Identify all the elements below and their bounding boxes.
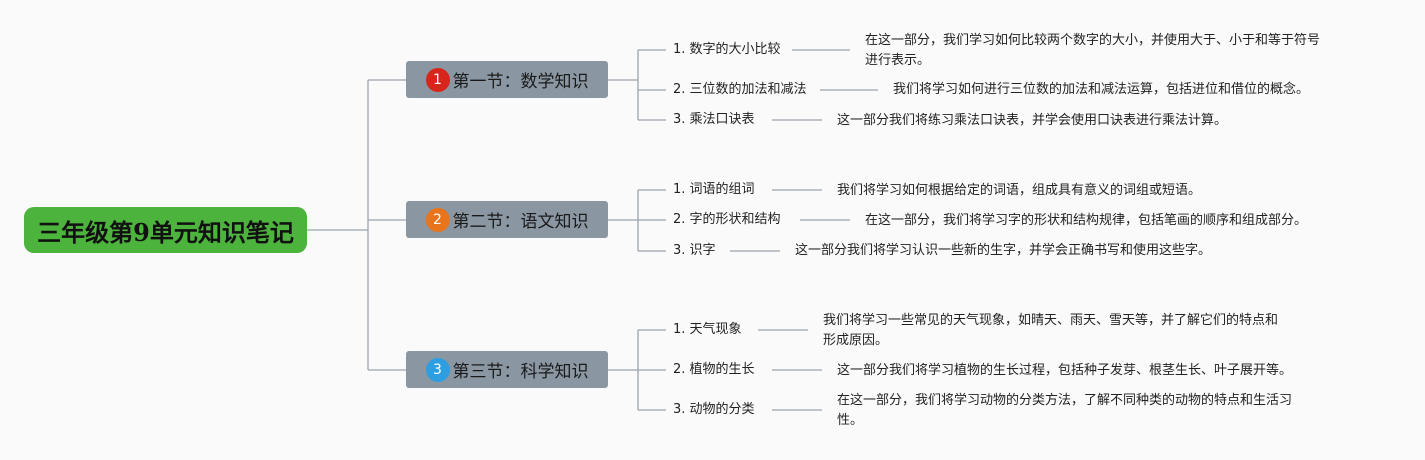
topic-node[interactable]: 2. 三位数的加法和减法 [673, 82, 807, 97]
number-badge-icon: 2 [425, 207, 450, 232]
section-node-math[interactable]: 1 第一节：数学知识 [406, 61, 608, 98]
section-node-science[interactable]: 3 第三节：科学知识 [406, 351, 608, 388]
description-line: 在这一部分，我们将学习动物的分类方法，了解不同种类的动物的特点和生活习 [837, 393, 1293, 408]
topic-node[interactable]: 2. 植物的生长 [673, 362, 755, 377]
description-line: 进行表示。 [865, 53, 931, 68]
topic-description: 我们将学习如何根据给定的词语，组成具有意义的词组或短语。 [837, 181, 1201, 201]
description-line: 在这一部分，我们学习如何比较两个数字的大小，并使用大于、小于和等于符号 [865, 33, 1321, 48]
topic-description: 我们将学习如何进行三位数的加法和减法运算，包括进位和借位的概念。 [893, 80, 1309, 100]
description-line: 在这一部分，我们将学习字的形状和结构规律，包括笔画的顺序和组成部分。 [865, 213, 1308, 228]
description-line: 性。 [837, 413, 864, 428]
section-label: 第二节：语文知识 [452, 212, 589, 232]
description-line: 我们将学习如何根据给定的词语，组成具有意义的词组或短语。 [837, 183, 1202, 198]
section-label: 第一节：数学知识 [452, 72, 589, 92]
topic-description: 这一部分我们将练习乘法口诀表，并学会使用口诀表进行乘法计算。 [837, 111, 1227, 131]
topic-description: 这一部分我们将学习认识一些新的生字，并学会正确书写和使用这些字。 [795, 241, 1211, 261]
description-line: 我们将学习如何进行三位数的加法和减法运算，包括进位和借位的概念。 [893, 82, 1310, 97]
description-line: 形成原因。 [823, 333, 889, 348]
root-node[interactable]: 三年级第9单元知识笔记 [24, 207, 307, 253]
section-label: 第三节：科学知识 [452, 362, 589, 382]
topic-node[interactable]: 1. 数字的大小比较 [673, 42, 781, 57]
topic-node[interactable]: 3. 识字 [673, 243, 716, 258]
topic-node[interactable]: 3. 乘法口诀表 [673, 112, 755, 127]
topic-description: 这一部分我们将学习植物的生长过程，包括种子发芽、根茎生长、叶子展开等。 [837, 361, 1292, 381]
root-title: 三年级第9单元知识笔记 [37, 217, 294, 247]
topic-description: 在这一部分，我们将学习动物的分类方法，了解不同种类的动物的特点和生活习 性。 [837, 391, 1292, 431]
topic-node[interactable]: 1. 词语的组词 [673, 182, 755, 197]
topic-node[interactable]: 2. 字的形状和结构 [673, 212, 781, 227]
topic-node[interactable]: 1. 天气现象 [673, 322, 742, 337]
number-badge-icon: 1 [425, 67, 450, 92]
number-badge-icon: 3 [425, 357, 450, 382]
topic-node[interactable]: 3. 动物的分类 [673, 402, 755, 417]
topic-description: 在这一部分，我们将学习字的形状和结构规律，包括笔画的顺序和组成部分。 [865, 211, 1307, 231]
description-line: 我们将学习一些常见的天气现象，如晴天、雨天、雪天等，并了解它们的特点和 [823, 313, 1279, 328]
section-node-chinese[interactable]: 2 第二节：语文知识 [406, 201, 608, 238]
description-line: 这一部分我们将学习植物的生长过程，包括种子发芽、根茎生长、叶子展开等。 [837, 363, 1293, 378]
topic-description: 我们将学习一些常见的天气现象，如晴天、雨天、雪天等，并了解它们的特点和 形成原因… [823, 311, 1278, 351]
description-line: 这一部分我们将学习认识一些新的生字，并学会正确书写和使用这些字。 [795, 243, 1212, 258]
topic-description: 在这一部分，我们学习如何比较两个数字的大小，并使用大于、小于和等于符号 进行表示… [865, 31, 1320, 71]
description-line: 这一部分我们将练习乘法口诀表，并学会使用口诀表进行乘法计算。 [837, 113, 1228, 128]
